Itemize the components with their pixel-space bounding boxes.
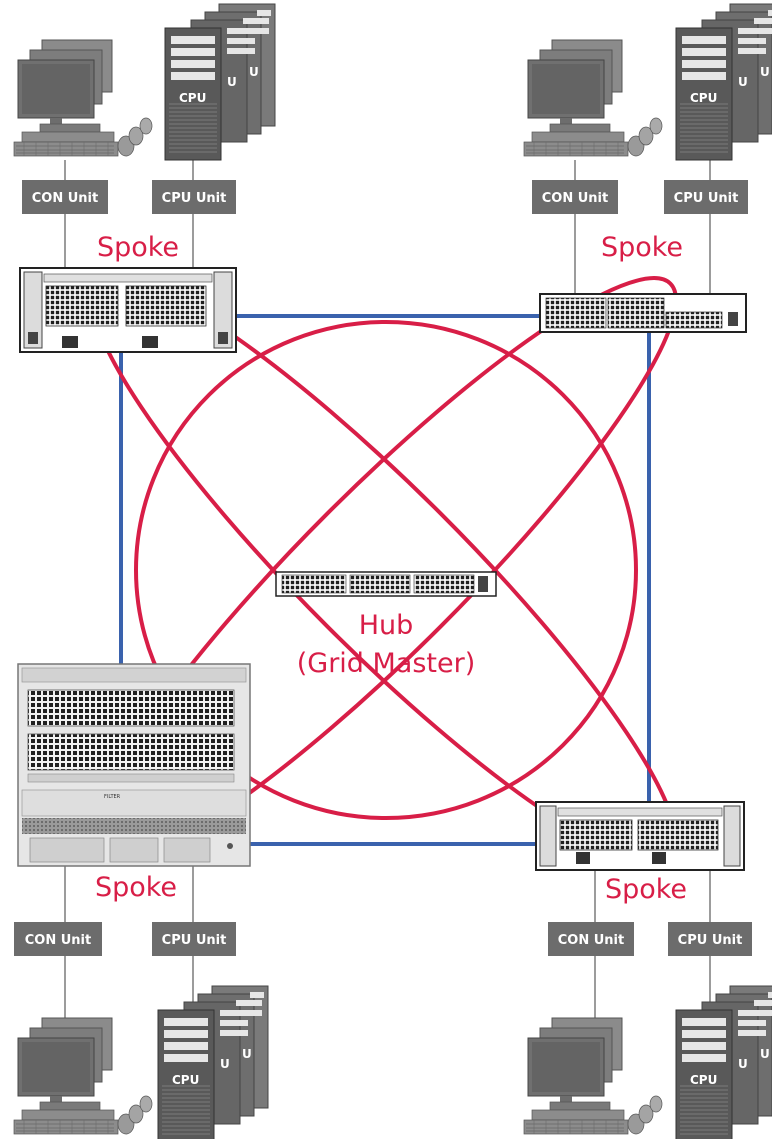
spoke-label: Spoke xyxy=(601,232,683,263)
cpu-unit-box: CPU Unit xyxy=(152,922,236,956)
u-label: U xyxy=(738,75,748,89)
cpu-unit-label: CPU Unit xyxy=(162,933,227,948)
cpu-unit-box: CPU Unit xyxy=(668,922,752,956)
con-unit-label: CON Unit xyxy=(542,191,608,206)
cpu-unit-label: CPU Unit xyxy=(678,933,743,948)
hub-subtitle: (Grid Master) xyxy=(297,648,476,679)
workstation-icon xyxy=(13,39,153,157)
con-unit-box: CON Unit xyxy=(548,922,634,956)
spoke-bottom-left: FILTER Spoke CON Unit CPU Unit CPU U U xyxy=(13,663,269,1139)
matrix-switch-chassis xyxy=(535,801,745,871)
u-label: U xyxy=(220,1057,230,1071)
cpu-unit-label: CPU Unit xyxy=(674,191,739,206)
filter-label: FILTER xyxy=(104,794,121,800)
workstation-icon xyxy=(13,1017,153,1135)
cpu-label: CPU xyxy=(690,1073,717,1087)
spoke-label: Spoke xyxy=(605,874,687,905)
hub-switch xyxy=(275,571,497,597)
u-label: U xyxy=(227,75,237,89)
frame-links xyxy=(119,314,651,846)
spoke-bottom-right: Spoke CON Unit CPU Unit CPU U U xyxy=(523,801,772,1139)
u-label: U xyxy=(242,1047,252,1061)
u-label: U xyxy=(760,1047,770,1061)
hub: Hub (Grid Master) xyxy=(275,571,497,679)
matrix-switch-chassis xyxy=(19,267,237,353)
matrix-switch-1u xyxy=(539,293,747,333)
cpu-unit-box: CPU Unit xyxy=(664,180,748,214)
cpu-unit-box: CPU Unit xyxy=(152,180,236,214)
con-unit-label: CON Unit xyxy=(25,933,91,948)
hub-title: Hub xyxy=(359,610,414,641)
ring-link-vertical xyxy=(134,320,638,820)
con-unit-box: CON Unit xyxy=(22,180,108,214)
con-unit-box: CON Unit xyxy=(14,922,102,956)
spoke-top-right: CPU U U CON Unit CPU Unit Spoke xyxy=(523,3,772,333)
spoke-label: Spoke xyxy=(97,232,179,263)
cpu-tower-icon: CPU U U xyxy=(157,985,269,1139)
con-unit-label: CON Unit xyxy=(558,933,624,948)
spoke-top-left: CPU U U CON Unit CPU Unit Spoke xyxy=(13,3,276,353)
cpu-unit-label: CPU Unit xyxy=(162,191,227,206)
u-label: U xyxy=(249,65,259,79)
con-unit-box: CON Unit xyxy=(532,180,618,214)
enterprise-chassis: FILTER xyxy=(17,663,251,867)
cpu-label: CPU xyxy=(172,1073,199,1087)
workstation-icon xyxy=(523,1017,663,1135)
cpu-label: CPU xyxy=(690,91,717,105)
cpu-tower-icon: CPU U U xyxy=(675,985,772,1139)
cpu-tower-icon: CPU U U xyxy=(675,3,772,161)
u-label: U xyxy=(760,65,770,79)
workstation-icon xyxy=(523,39,663,157)
u-label: U xyxy=(738,1057,748,1071)
cpu-tower-icon: CPU U U xyxy=(164,3,276,161)
spoke-label: Spoke xyxy=(95,872,177,903)
con-unit-label: CON Unit xyxy=(32,191,98,206)
cpu-label: CPU xyxy=(179,91,206,105)
